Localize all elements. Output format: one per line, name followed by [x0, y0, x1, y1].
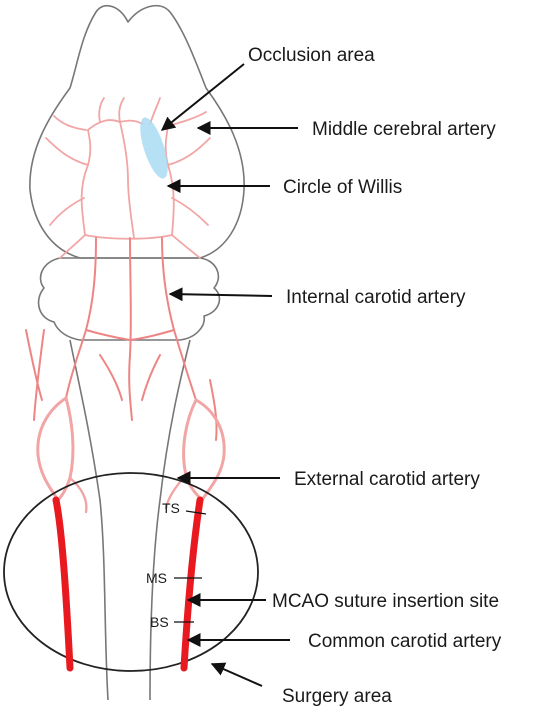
common-carotid-arteries [52, 496, 204, 672]
label-mcao-suture-insertion-site: MCAO suture insertion site [272, 591, 499, 612]
label-occlusion-area: Occlusion area [248, 45, 375, 66]
label-external-carotid-artery: External carotid artery [294, 469, 480, 490]
label-ms: MS [146, 570, 167, 586]
arrow-occlusion-area [160, 63, 245, 131]
surgery-area-ellipse [3, 472, 259, 672]
label-ts: TS [162, 500, 180, 516]
arrow-surgery-area [210, 662, 263, 687]
label-circle-of-willis: Circle of Willis [283, 177, 402, 198]
site-ticks [174, 510, 207, 623]
brainstem-left-outline [69, 339, 109, 701]
label-middle-cerebral-artery: Middle cerebral artery [312, 119, 496, 140]
cerebral-branches [45, 97, 211, 259]
brainstem-right-outline [149, 339, 191, 701]
cerebrum-outline [29, 4, 245, 259]
label-arrows [160, 63, 298, 687]
occlusion-area-marker [140, 117, 168, 179]
label-bs: BS [150, 614, 169, 630]
label-common-carotid-artery: Common carotid artery [308, 631, 502, 652]
internal-vessels [25, 237, 218, 441]
arrow-internal-carotid-artery [168, 287, 273, 302]
label-surgery-area: Surgery area [282, 686, 392, 707]
cerebellum-outline [37, 257, 221, 341]
label-internal-carotid-artery: Internal carotid artery [286, 287, 466, 308]
